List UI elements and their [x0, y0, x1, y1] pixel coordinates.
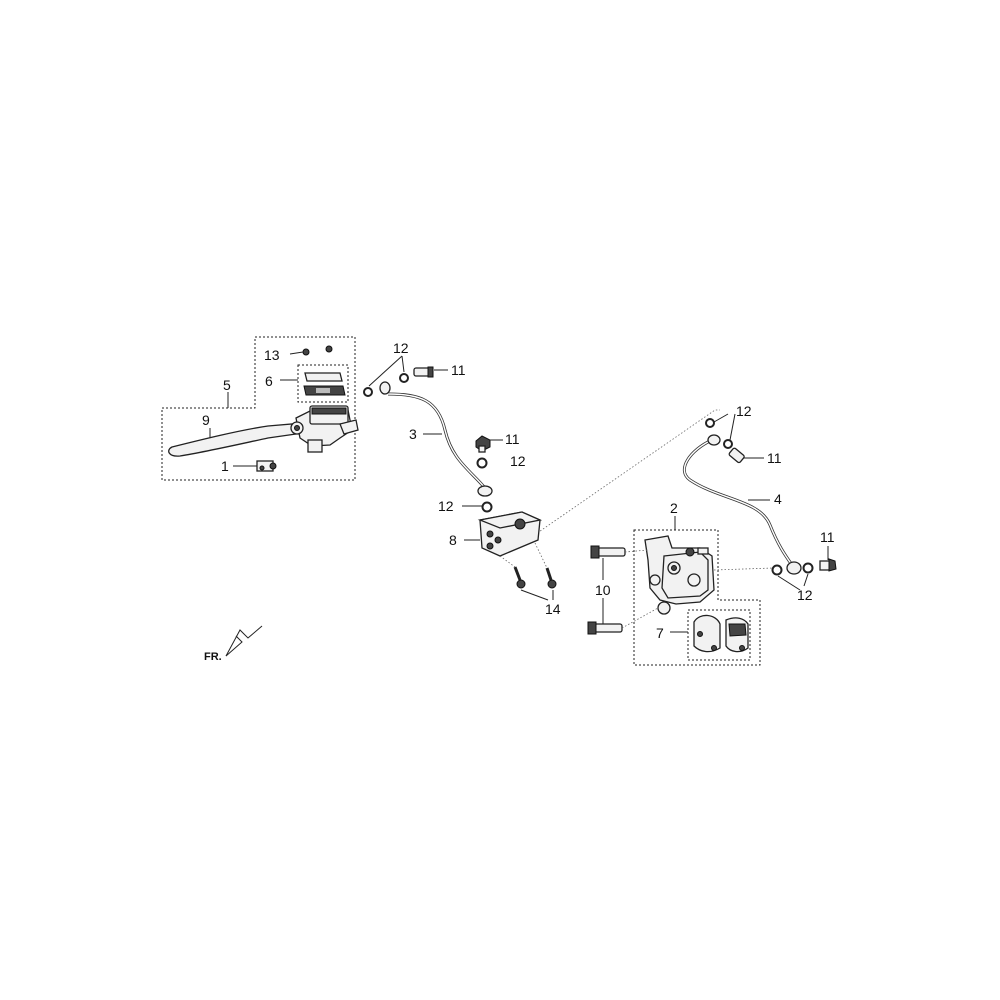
banjo-bolt	[475, 435, 491, 453]
sealing-washer	[363, 387, 373, 397]
leader-lines	[209, 351, 829, 633]
caliper-bolt	[587, 621, 623, 635]
joint-bolt	[513, 566, 526, 589]
callout-12e: 12	[797, 587, 813, 603]
callout-13: 13	[264, 347, 280, 363]
callout-12d: 12	[736, 403, 752, 419]
callout-2: 2	[670, 500, 678, 516]
hose-joint-block	[477, 511, 543, 557]
sealing-washer	[705, 418, 715, 428]
banjo-bolt	[728, 447, 745, 464]
callout-12a: 12	[393, 340, 409, 356]
callout-1: 1	[221, 458, 229, 474]
callout-11d: 11	[820, 529, 835, 545]
sealing-washer	[723, 439, 733, 449]
callout-14: 14	[545, 601, 561, 617]
sealing-washer	[802, 562, 814, 574]
callout-10: 10	[595, 582, 611, 598]
caliper-bolt	[590, 545, 626, 559]
callout-6: 6	[265, 373, 273, 389]
master-cylinder	[290, 405, 359, 453]
sealing-washer	[481, 501, 493, 513]
master-cylinder-group-box	[161, 336, 356, 481]
callout-11c: 11	[767, 450, 782, 466]
front-direction-arrow	[225, 625, 263, 657]
callout-7: 7	[656, 625, 664, 641]
callout-4: 4	[774, 491, 782, 507]
reservoir-cap-kit	[297, 364, 349, 403]
callout-8: 8	[449, 532, 457, 548]
direction-label: FR.	[204, 651, 222, 663]
brake-lever	[168, 423, 297, 457]
assembly-path-line	[519, 409, 720, 546]
callout-12c: 12	[438, 498, 454, 514]
banjo-bolt	[413, 366, 434, 378]
banjo-bolt	[819, 558, 837, 572]
rear-brake-hose	[683, 434, 802, 575]
front-brake-hose	[379, 381, 493, 497]
callout-5: 5	[223, 377, 231, 393]
callout-11a: 11	[451, 362, 466, 378]
callout-12b: 12	[510, 453, 526, 469]
cap-screw	[302, 345, 333, 356]
joint-bolt	[545, 567, 557, 589]
brake-caliper	[644, 535, 715, 615]
callout-11b: 11	[505, 431, 520, 447]
caliper-group-box	[633, 529, 761, 666]
callout-3: 3	[409, 426, 417, 442]
callout-9: 9	[202, 412, 210, 428]
sealing-washer	[399, 373, 409, 383]
brake-light-switch	[256, 460, 277, 472]
brake-pad-set	[687, 609, 751, 661]
sealing-washer	[771, 564, 783, 576]
sealing-washer	[476, 457, 488, 469]
